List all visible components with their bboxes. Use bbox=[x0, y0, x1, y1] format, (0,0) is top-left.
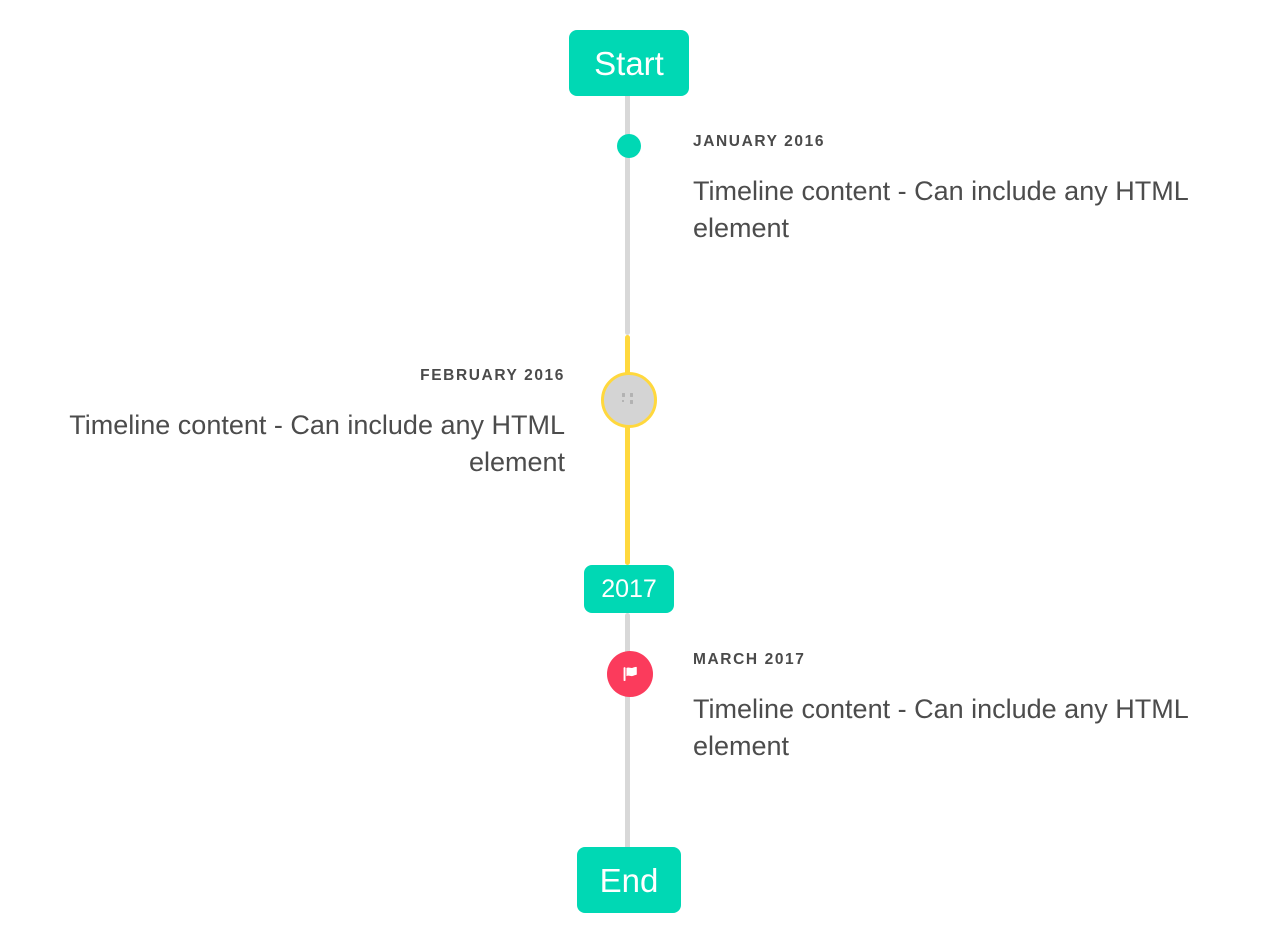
timeline-start-badge[interactable]: Start bbox=[569, 30, 689, 96]
entry-date-label: March 2017 bbox=[693, 651, 806, 668]
entry-date-label: February 2016 bbox=[420, 367, 565, 384]
timeline-end-badge[interactable]: End bbox=[577, 847, 681, 913]
timeline-entry-march-2017: March 2017 Timeline content - Can includ… bbox=[693, 651, 1223, 766]
timeline-entry-february-2016: February 2016 Timeline content - Can inc… bbox=[35, 367, 565, 482]
flag-marker[interactable] bbox=[607, 651, 653, 697]
flag-icon bbox=[623, 666, 637, 682]
entry-date-label: January 2016 bbox=[693, 133, 826, 150]
timeline-line-segment-highlight bbox=[625, 335, 630, 565]
timeline-entry-january-2016: January 2016 Timeline content - Can incl… bbox=[693, 133, 1223, 248]
dot-marker[interactable] bbox=[617, 134, 641, 158]
timeline-year-badge-2017[interactable]: 2017 bbox=[584, 565, 674, 613]
entry-body-text: Timeline content - Can include any HTML … bbox=[69, 410, 565, 478]
broken-image-icon bbox=[622, 393, 633, 404]
entry-body-text: Timeline content - Can include any HTML … bbox=[693, 176, 1188, 244]
entry-body-text: Timeline content - Can include any HTML … bbox=[693, 694, 1188, 762]
timeline-line-segment-bottom bbox=[625, 613, 630, 855]
avatar-marker[interactable] bbox=[601, 372, 657, 428]
timeline-line-segment-top bbox=[625, 92, 630, 335]
